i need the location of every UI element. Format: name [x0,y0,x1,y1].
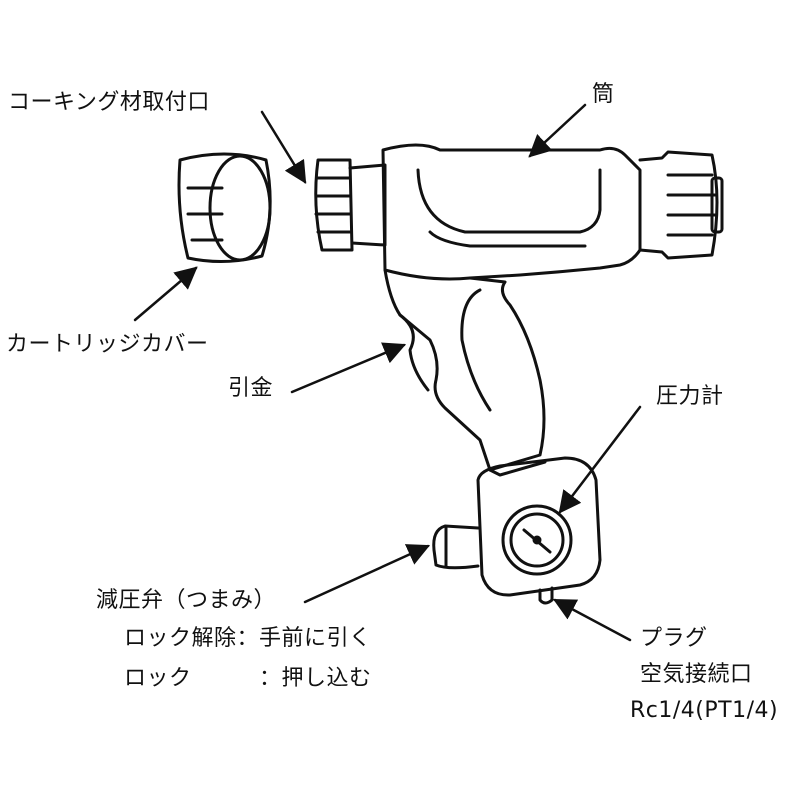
label-trigger: 引金 [228,376,274,401]
cartridge-cover-part [177,152,272,264]
label-caulking-inlet: コーキング材取付口 [8,90,210,115]
label-tube: 筒 [592,82,615,107]
label-thread-spec: Rc1/4(PT1/4) [630,698,779,723]
label-air-inlet: 空気接続口 [640,662,753,687]
regulator-part [432,456,602,605]
label-pressure-gauge: 圧力計 [656,384,724,409]
handle-part [383,268,547,477]
label-lock: ロック ：押し込む [124,666,372,691]
label-cartridge-cover: カートリッジカバー [6,332,209,357]
inlet-thread-part [314,158,387,252]
label-plug: プラグ [640,626,708,651]
label-lock-release: ロック解除：手前に引く [124,626,372,651]
barrel-part [381,143,724,281]
label-relief-valve: 減圧弁（つまみ） [96,588,277,613]
